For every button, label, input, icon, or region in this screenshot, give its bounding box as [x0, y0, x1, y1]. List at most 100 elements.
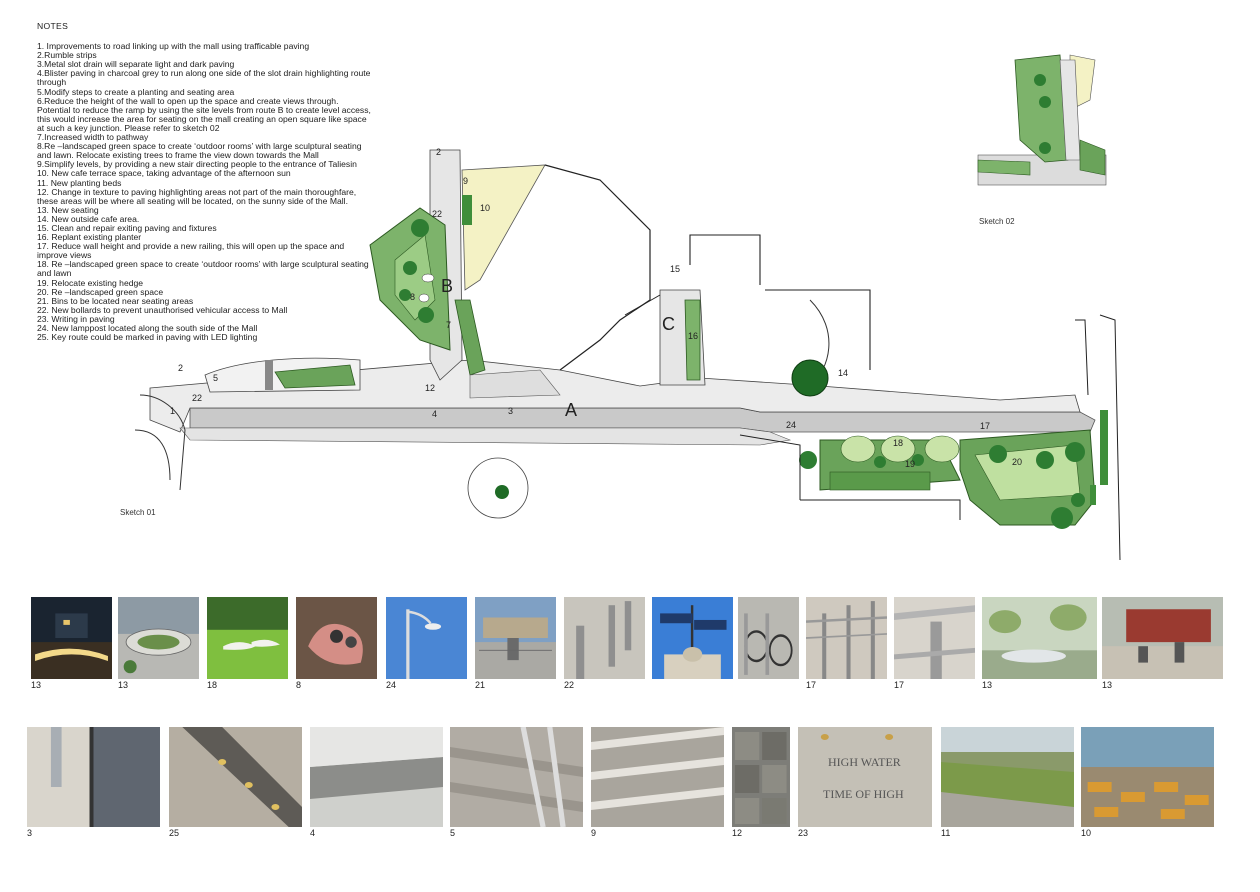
photo-blister-paving — [310, 727, 443, 827]
note-item: 8.Re –landscaped green space to create ‘… — [37, 141, 362, 161]
planter-7 — [454, 299, 486, 376]
tree-14 — [791, 359, 829, 397]
photo-illuminated-bench — [31, 597, 112, 679]
planting-5 — [274, 364, 356, 389]
note-item: 5.Modify steps to create a planting and … — [37, 86, 235, 97]
notes-panel: NOTES 1. Improvements to road linking up… — [37, 21, 372, 343]
photo-caption: 8 — [296, 680, 302, 690]
photo-steps-handrail — [450, 727, 583, 827]
photo-caption: 9 — [591, 828, 597, 838]
photo-bike-rack — [738, 597, 799, 679]
note-item: 7.Increased width to pathway — [37, 132, 149, 143]
note-item: 2.Rumble strips — [37, 50, 97, 61]
plan-label-14: 14 — [838, 368, 848, 378]
plan-label-9: 9 — [463, 176, 468, 186]
photo-caption: 4 — [310, 828, 316, 838]
note-item: 13. New seating — [37, 204, 99, 215]
photo-caption: 13 — [982, 680, 993, 690]
photo-red-seating — [1102, 597, 1223, 679]
plan-label-24: 24 — [786, 420, 796, 430]
photo-caption: 21 — [475, 680, 486, 690]
photo-railing — [806, 597, 887, 679]
plan-label-4: 4 — [432, 409, 437, 419]
site-plan-sketch-01: A B C 1 2 2 3 4 5 7 8 9 10 12 14 15 16 1… — [134, 54, 1121, 561]
plan-label-7: 7 — [446, 320, 451, 330]
photo-slot-drain — [27, 727, 160, 827]
photo-led-paving — [169, 727, 302, 827]
plan-label-15: 15 — [670, 264, 680, 274]
note-item: 4.Blister paving in charcoal grey to run… — [37, 68, 371, 88]
photo-pink-sculptural-seat — [296, 597, 377, 679]
photo-caption: 13 — [1102, 680, 1113, 690]
notes-list: 1. Improvements to road linking up with … — [37, 41, 372, 343]
plan-label-8: 8 — [410, 292, 415, 302]
note-item: 23. Writing in paving — [37, 313, 115, 324]
route-c-label: C — [662, 314, 675, 334]
photo-plaza-seating — [982, 597, 1097, 679]
planter-16 — [684, 299, 701, 381]
plan-label-12: 12 — [425, 383, 435, 393]
note-item: 9.Simplify levels, by providing a new st… — [37, 159, 357, 170]
plan-label-18: 18 — [893, 438, 903, 448]
photo-caption: 17 — [894, 680, 905, 690]
note-item: 14. New outside cafe area. — [37, 213, 140, 224]
note-item: 17. Reduce wall height and provide a new… — [37, 241, 345, 261]
photo-caption: 3 — [27, 828, 33, 838]
photo-caption: 17 — [806, 680, 817, 690]
photo-cafe-terrace — [1081, 727, 1214, 827]
plan-label-2b: 2 — [436, 147, 441, 157]
notes-title: NOTES — [37, 21, 69, 31]
photo-textured-paving — [732, 727, 790, 827]
photo-wayfinding-sign — [652, 597, 733, 679]
plan-label-22a: 22 — [192, 393, 202, 403]
photo-caption: 10 — [1081, 828, 1092, 838]
photo-caption: 12 — [732, 828, 743, 838]
plan-label-5: 5 — [213, 373, 218, 383]
note-item: 6.Reduce the height of the wall to open … — [37, 95, 371, 133]
plan-label-3: 3 — [508, 406, 513, 416]
plan-label-22b: 22 — [432, 209, 442, 219]
plan-label-20: 20 — [1012, 457, 1022, 467]
note-item: 22. New bollards to prevent unauthorised… — [37, 304, 288, 315]
note-item: 1. Improvements to road linking up with … — [37, 41, 310, 52]
plan-label-17: 17 — [980, 421, 990, 431]
photo-stone-steps — [591, 727, 724, 827]
photo-bollards — [564, 597, 645, 679]
note-item: 21. Bins to be located near seating area… — [37, 295, 194, 306]
photo-caption: 22 — [564, 680, 575, 690]
plan-label-10: 10 — [480, 203, 490, 213]
note-item: 3.Metal slot drain will separate light a… — [37, 59, 235, 70]
cafe-terrace-10 — [461, 164, 546, 291]
paving-text-line1: HIGH WATER — [828, 755, 901, 769]
photo-caption: 23 — [798, 828, 809, 838]
photo-caption: 5 — [450, 828, 456, 838]
note-item: 24. New lamppost located along the south… — [37, 323, 258, 333]
sketch-02-inset — [977, 54, 1107, 186]
south-paving — [179, 427, 792, 446]
photo-caption: 13 — [118, 680, 129, 690]
photo-caption: 24 — [386, 680, 397, 690]
route-b-label: B — [441, 276, 453, 296]
note-item: 15. Clean and repair exiting paving and … — [37, 222, 217, 233]
note-item: 25. Key route could be marked in paving … — [37, 332, 258, 343]
paving-text-line2: TIME OF HIGH — [823, 787, 904, 801]
plan-label-16: 16 — [688, 331, 698, 341]
sketch-02-label: Sketch 02 — [979, 217, 1015, 226]
photo-writing-in-paving — [798, 727, 932, 827]
note-item: 12. Change in texture to paving highligh… — [37, 186, 357, 206]
photo-sculptural-seats-lawn — [207, 597, 288, 679]
plan-label-1: 1 — [170, 406, 175, 416]
note-item: 16. Replant existing planter — [37, 232, 142, 243]
note-item: 11. New planting beds — [37, 177, 122, 188]
plan-label-2a: 2 — [178, 363, 183, 373]
note-item: 20. Re –landscaped green space — [37, 286, 164, 297]
note-item: 19. Relocate existing hedge — [37, 277, 144, 288]
photo-planting-beds — [941, 727, 1074, 827]
photo-bin — [475, 597, 556, 679]
photo-caption: 13 — [31, 680, 42, 690]
photo-circular-seating — [118, 597, 199, 679]
note-item: 18. Re –landscaped green space to create… — [37, 259, 369, 279]
photo-caption: 25 — [169, 828, 180, 838]
photo-railing-detail — [894, 597, 975, 679]
sketch-01-label: Sketch 01 — [120, 508, 156, 517]
